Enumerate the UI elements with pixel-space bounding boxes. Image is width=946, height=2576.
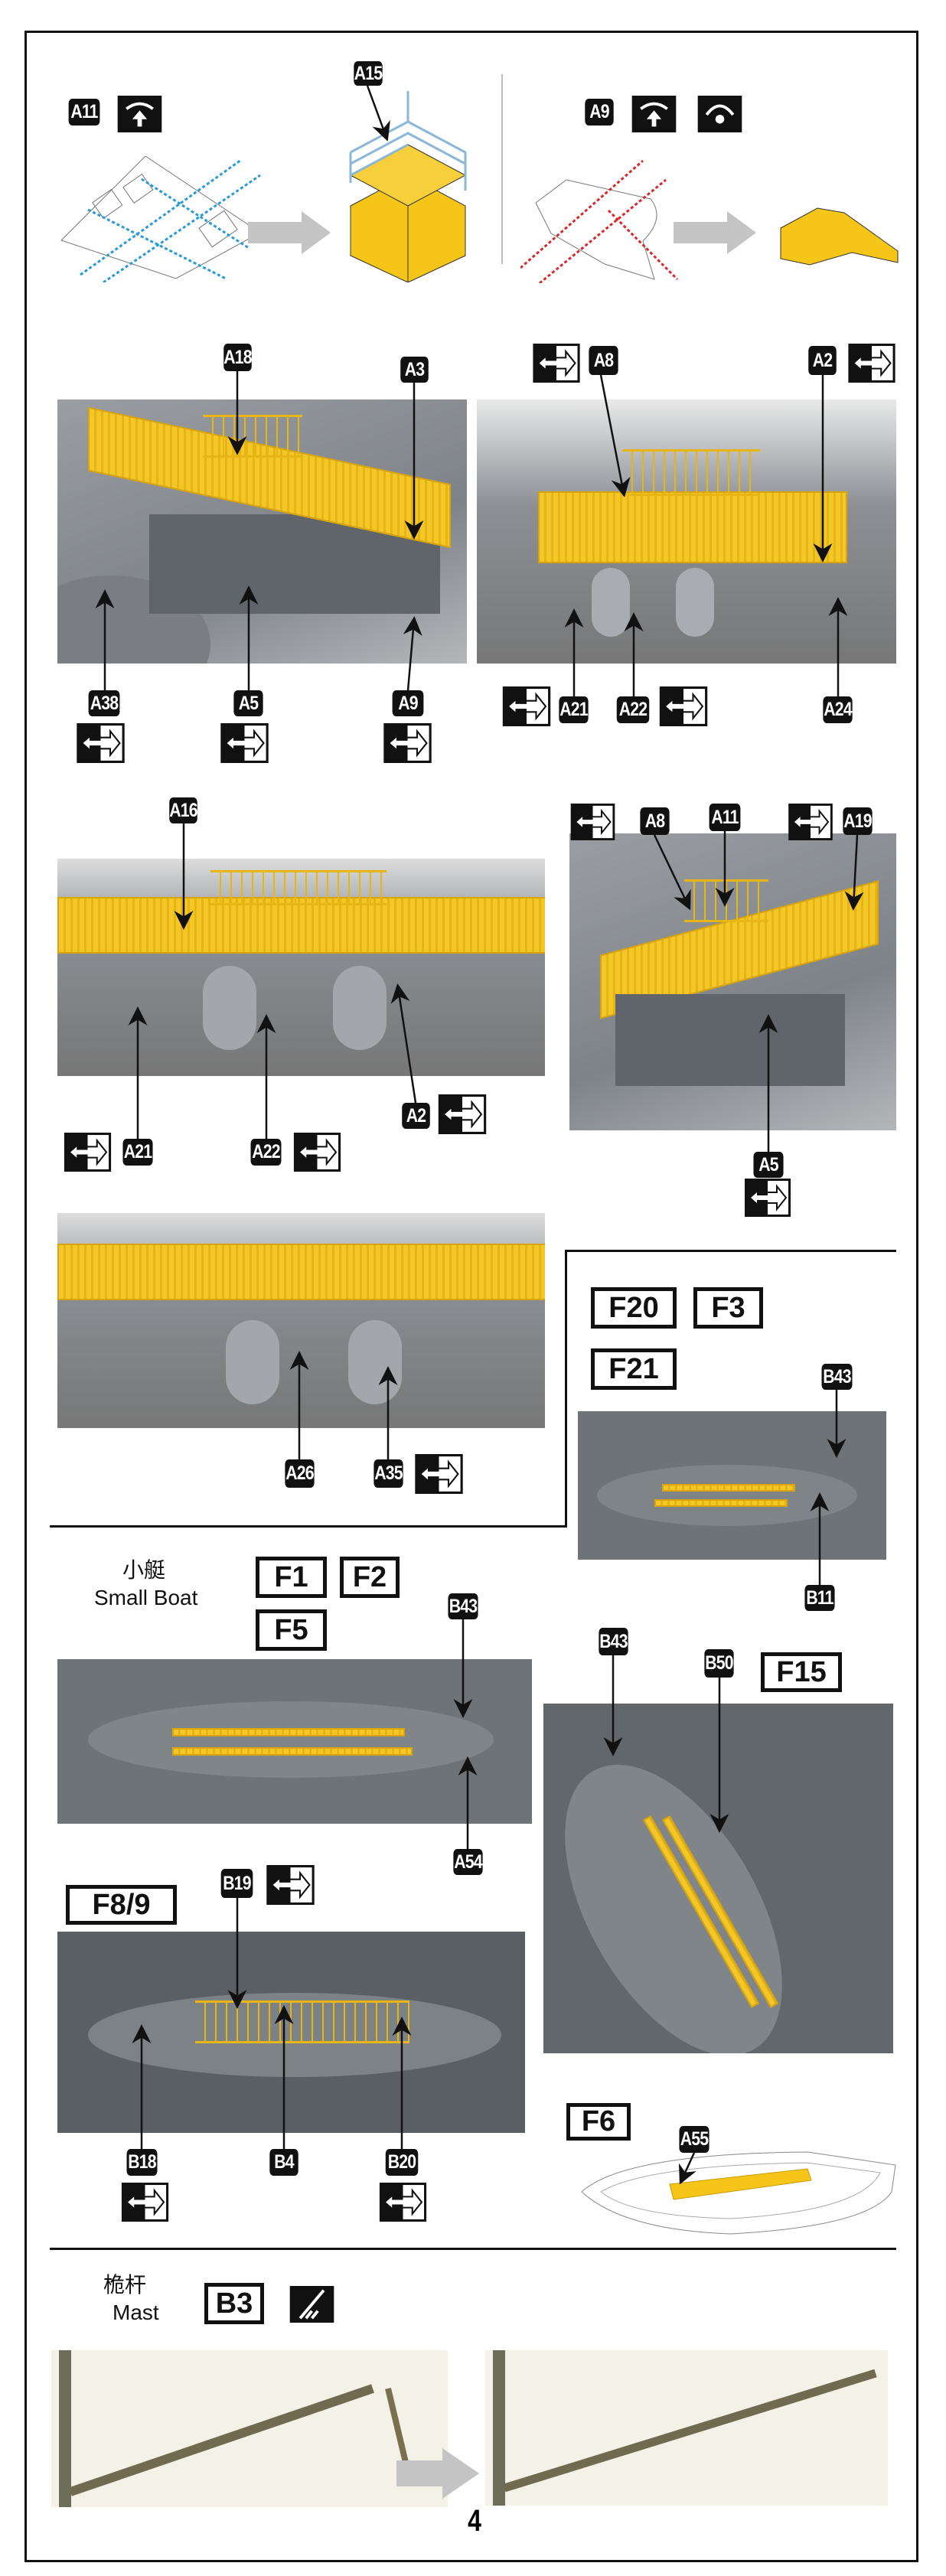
attach-icon bbox=[76, 723, 126, 763]
assembled-cabin-a11 bbox=[349, 91, 467, 282]
part-label-b11: B11 bbox=[804, 1585, 835, 1611]
photo-boat-f8-9 bbox=[57, 1932, 525, 2133]
fold-diagram-a9 bbox=[520, 159, 679, 283]
part-label-a35: A35 bbox=[374, 1459, 403, 1488]
part-label-a54: A54 bbox=[453, 1849, 483, 1875]
attach-icon bbox=[438, 1094, 487, 1134]
attach-icon bbox=[63, 1133, 113, 1172]
photo-funnel-ladders bbox=[57, 1213, 545, 1428]
figure-box-f1: F1 bbox=[256, 1557, 327, 1598]
attach-icon bbox=[786, 804, 835, 840]
boat-line-drawing bbox=[581, 2151, 896, 2235]
part-label-a24: A24 bbox=[823, 696, 853, 723]
part-label-a2: A2 bbox=[402, 1103, 430, 1129]
mast-title-cn: 桅杆 bbox=[103, 2272, 147, 2297]
fold-diagram-a11 bbox=[60, 155, 261, 282]
attach-icon bbox=[659, 686, 708, 726]
part-label-a22: A22 bbox=[250, 1139, 282, 1166]
figure-box-f20: F20 bbox=[591, 1287, 677, 1329]
part-label-a8: A8 bbox=[640, 807, 670, 835]
bent-part-a9 bbox=[780, 207, 899, 266]
curve-icon bbox=[695, 96, 745, 132]
part-label-a11: A11 bbox=[68, 99, 100, 126]
attach-icon bbox=[532, 344, 581, 383]
figure-box-f5: F5 bbox=[256, 1609, 327, 1651]
part-label-a8: A8 bbox=[589, 346, 618, 375]
part-label-b43: B43 bbox=[599, 1628, 628, 1655]
figure-box-f2: F2 bbox=[340, 1557, 400, 1598]
small-boat-title-en: Small Boat bbox=[94, 1586, 198, 1609]
photo-bridge-front bbox=[477, 399, 896, 664]
attach-icon bbox=[383, 723, 432, 763]
attach-icon bbox=[743, 1179, 792, 1217]
part-label-a9: A9 bbox=[585, 99, 614, 126]
divider bbox=[501, 74, 503, 264]
attach-icon bbox=[378, 2183, 428, 2222]
part-label-b20: B20 bbox=[385, 2149, 419, 2176]
arrow-right-icon bbox=[674, 211, 756, 254]
part-label-a21: A21 bbox=[559, 696, 589, 723]
part-label-a18: A18 bbox=[223, 344, 253, 371]
attach-icon bbox=[266, 1865, 315, 1905]
section-border bbox=[565, 1250, 567, 1527]
photo-bridge-angled bbox=[569, 833, 896, 1130]
part-label-b43: B43 bbox=[448, 1593, 478, 1619]
part-label-a21: A21 bbox=[122, 1139, 153, 1166]
part-label-b50: B50 bbox=[704, 1649, 734, 1678]
section-divider bbox=[50, 2248, 896, 2250]
part-label-b19: B19 bbox=[220, 1869, 253, 1898]
wire-cut-icon bbox=[287, 2286, 337, 2323]
fold-up-icon bbox=[114, 96, 165, 132]
attach-icon bbox=[292, 1133, 342, 1172]
attach-icon bbox=[568, 804, 618, 840]
page-number: 4 bbox=[468, 2504, 481, 2538]
part-label-b18: B18 bbox=[126, 2149, 158, 2176]
part-label-a5: A5 bbox=[233, 690, 263, 716]
figure-box-f6: F6 bbox=[566, 2103, 631, 2141]
attach-icon bbox=[120, 2183, 170, 2222]
photo-boat-f20 bbox=[578, 1411, 886, 1560]
part-label-a19: A19 bbox=[843, 807, 873, 835]
figure-box-f8-9: F8/9 bbox=[66, 1885, 177, 1925]
photo-boat-f15 bbox=[543, 1704, 893, 2053]
photo-mast-after bbox=[485, 2350, 888, 2506]
figure-box-b3: B3 bbox=[204, 2283, 264, 2324]
part-label-a5: A5 bbox=[753, 1152, 784, 1178]
page-frame bbox=[24, 31, 918, 2562]
photo-mast-before bbox=[51, 2350, 448, 2507]
small-boat-title-cn: 小艇 bbox=[122, 1557, 166, 1583]
part-label-a9: A9 bbox=[392, 690, 424, 716]
part-label-a38: A38 bbox=[88, 690, 120, 716]
photo-bridge-deck-front bbox=[57, 859, 545, 1076]
section-border bbox=[50, 1525, 567, 1528]
mast-title-en: Mast bbox=[113, 2300, 159, 2324]
photo-bridge-side bbox=[57, 399, 467, 664]
part-label-b43: B43 bbox=[821, 1364, 853, 1390]
attach-icon bbox=[502, 686, 551, 726]
part-label-a16: A16 bbox=[169, 797, 198, 823]
photo-small-boat bbox=[57, 1659, 532, 1824]
part-label-a2: A2 bbox=[808, 346, 837, 375]
part-label-a22: A22 bbox=[616, 696, 650, 723]
attach-icon bbox=[847, 344, 896, 383]
part-label-b4: B4 bbox=[269, 2149, 298, 2176]
part-label-a3: A3 bbox=[400, 357, 429, 383]
part-label-a11: A11 bbox=[709, 804, 741, 831]
arrow-right-icon bbox=[248, 211, 331, 254]
part-label-a26: A26 bbox=[285, 1459, 315, 1488]
fold-up-icon bbox=[629, 96, 679, 132]
section-border bbox=[566, 1250, 896, 1252]
figure-box-f3: F3 bbox=[693, 1287, 763, 1329]
attach-icon bbox=[220, 723, 269, 763]
figure-box-f15: F15 bbox=[761, 1652, 842, 1692]
attach-icon bbox=[414, 1454, 464, 1494]
arrow-right-icon bbox=[396, 2448, 479, 2499]
part-label-a55: A55 bbox=[679, 2126, 710, 2153]
figure-box-f21: F21 bbox=[591, 1348, 677, 1390]
part-label-a15: A15 bbox=[354, 61, 383, 86]
